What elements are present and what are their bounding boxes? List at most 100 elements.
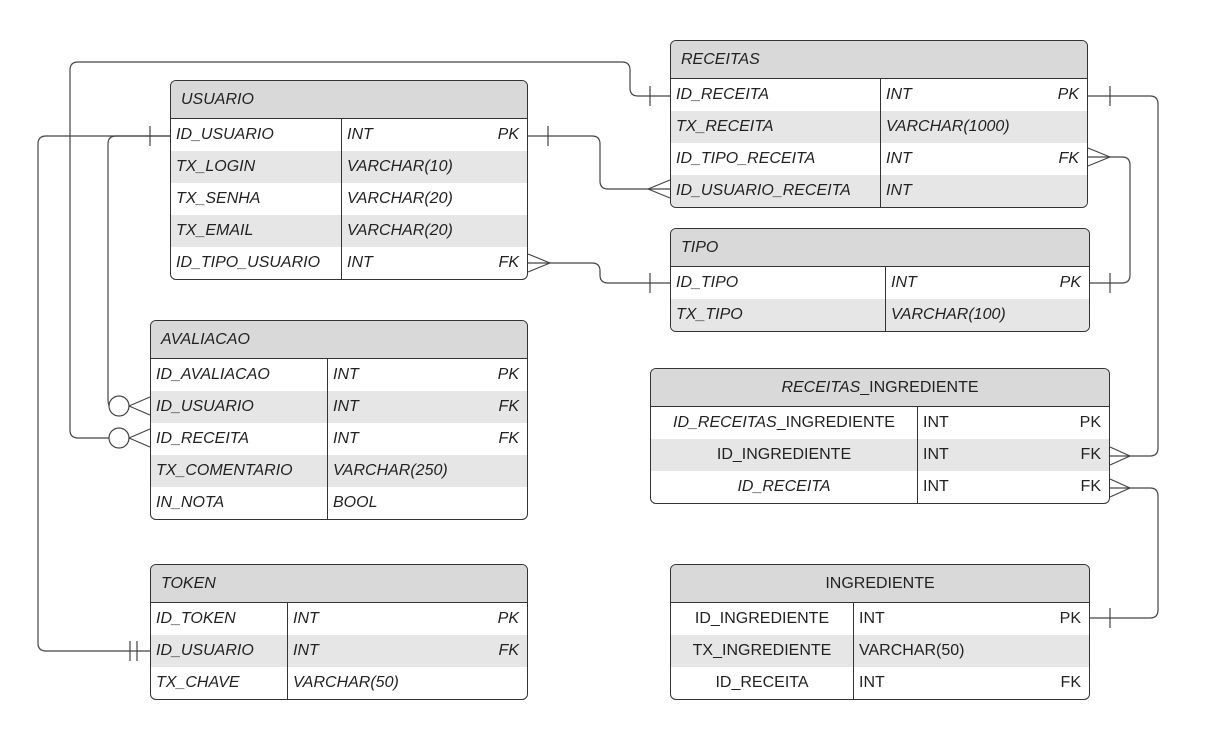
- column-key: [487, 215, 527, 247]
- table-row: ID_RECEITA INT FK: [651, 471, 1109, 503]
- table-row: ID_TIPO INT PK: [671, 267, 1089, 299]
- column-name-part: ID_RECEITAS: [673, 414, 777, 431]
- table-row: ID_INGREDIENTE INT FK: [651, 439, 1109, 471]
- mark-many: [128, 396, 151, 416]
- column-type: INT: [347, 126, 373, 143]
- column-key: [487, 487, 527, 519]
- column-type: VARCHAR(50): [293, 674, 399, 691]
- column-name: ID_RECEITA: [671, 79, 881, 111]
- rel-receitas-receitasingrediente: [1088, 95, 1159, 457]
- table-row: TX_INGREDIENTE VARCHAR(50): [671, 635, 1089, 667]
- column-type: VARCHAR(1000): [886, 118, 1010, 135]
- column-key: PK: [1079, 414, 1101, 431]
- column-key: FK: [1060, 674, 1081, 691]
- table-title: USUARIO: [171, 81, 527, 119]
- table-row: ID_TIPO_RECEITA INT FK: [671, 143, 1087, 175]
- table-row: ID_RECEITA INT FK: [151, 423, 527, 455]
- column-type: INT: [891, 274, 917, 291]
- mark-many: [1109, 446, 1131, 466]
- column-type: VARCHAR(50): [859, 642, 965, 659]
- table-avaliacao[interactable]: AVALIACAO ID_AVALIACAO INT PK ID_USUARIO…: [150, 320, 528, 520]
- table-row: TX_TIPO VARCHAR(100): [671, 299, 1089, 331]
- column-name: ID_TIPO: [671, 267, 886, 299]
- column-name: ID_TOKEN: [151, 603, 288, 635]
- column-name: TX_CHAVE: [151, 667, 288, 699]
- column-key: [487, 455, 527, 487]
- table-row: TX_RECEITA VARCHAR(1000): [671, 111, 1087, 143]
- column-type: INT: [333, 430, 359, 447]
- column-type: INT: [333, 366, 359, 383]
- column-type: VARCHAR(20): [347, 190, 453, 207]
- column-key: [1049, 299, 1089, 331]
- column-name-part: ID_RECEITA: [737, 478, 831, 495]
- column-name: TX_INGREDIENTE: [671, 635, 854, 667]
- column-name: ID_TIPO_RECEITA: [671, 143, 881, 175]
- column-name: ID_AVALIACAO: [151, 359, 328, 391]
- column-key: FK: [1080, 478, 1101, 495]
- column-type: INT: [886, 86, 912, 103]
- rel-usuario-tipo: [528, 262, 670, 284]
- column-type: VARCHAR(20): [347, 222, 453, 239]
- column-name: TX_COMENTARIO: [151, 455, 328, 487]
- table-row: TX_LOGIN VARCHAR(10): [171, 151, 527, 183]
- table-title: INGREDIENTE: [671, 565, 1089, 603]
- column-key: PK: [1057, 86, 1079, 103]
- table-title: TIPO: [671, 229, 1089, 267]
- column-key: PK: [1059, 610, 1081, 627]
- mark-many: [1109, 478, 1131, 498]
- column-name-part: ID_INGREDIENTE: [716, 446, 852, 463]
- column-type: VARCHAR(250): [333, 462, 448, 479]
- table-tipo[interactable]: TIPO ID_TIPO INT PK TX_TIPO VARCHAR(100): [670, 228, 1090, 332]
- table-row: ID_USUARIO INT FK: [151, 391, 527, 423]
- column-type: INT: [923, 446, 949, 463]
- column-name: TX_TIPO: [671, 299, 886, 331]
- column-key: FK: [498, 642, 519, 659]
- table-row: ID_RECEITA INT FK: [671, 667, 1089, 699]
- column-type: INT: [347, 254, 373, 271]
- table-title: RECEITAS_INGREDIENTE: [651, 369, 1109, 407]
- rel-usuario-token: [37, 135, 170, 652]
- column-type: INT: [859, 610, 885, 627]
- mark-zero: [108, 427, 130, 449]
- rel-ingrediente-receitasingrediente: [1090, 487, 1159, 619]
- column-name: ID_USUARIO_RECEITA: [671, 175, 881, 207]
- column-name: TX_LOGIN: [171, 151, 342, 183]
- column-key: PK: [497, 126, 519, 143]
- table-row: ID_INGREDIENTE INT PK: [671, 603, 1089, 635]
- column-type: INT: [886, 150, 912, 167]
- column-type: INT: [923, 478, 949, 495]
- column-type: BOOL: [333, 494, 378, 511]
- table-receitas[interactable]: RECEITAS ID_RECEITA INT PK TX_RECEITA VA…: [670, 40, 1088, 208]
- table-row: ID_AVALIACAO INT PK: [151, 359, 527, 391]
- rel-receitas-tipo: [1088, 156, 1131, 284]
- rel-usuario-receitas: [528, 135, 670, 190]
- column-name: ID_RECEITA: [651, 471, 918, 503]
- column-key: PK: [1059, 274, 1081, 291]
- table-ingrediente[interactable]: INGREDIENTE ID_INGREDIENTE INT PK TX_ING…: [670, 564, 1090, 700]
- column-name: ID_USUARIO: [171, 119, 342, 151]
- column-type: INT: [293, 642, 319, 659]
- table-row: TX_SENHA VARCHAR(20): [171, 183, 527, 215]
- column-name: IN_NOTA: [151, 487, 328, 519]
- table-row: ID_TOKEN INT PK: [151, 603, 527, 635]
- column-name: TX_EMAIL: [171, 215, 342, 247]
- table-row: IN_NOTA BOOL: [151, 487, 527, 519]
- column-name: ID_USUARIO: [151, 391, 328, 423]
- table-row: ID_USUARIO INT PK: [171, 119, 527, 151]
- mark-many: [128, 428, 151, 448]
- mark-many: [647, 179, 671, 199]
- table-receitas-ingrediente[interactable]: RECEITAS_INGREDIENTE ID_RECEITAS _INGREDI…: [650, 368, 1110, 504]
- table-title-part: _INGREDIENTE: [860, 378, 979, 396]
- column-name: TX_SENHA: [171, 183, 342, 215]
- column-key: [487, 667, 527, 699]
- column-type: INT: [923, 414, 949, 431]
- table-row: ID_TIPO_USUARIO INT FK: [171, 247, 527, 279]
- table-row: TX_CHAVE VARCHAR(50): [151, 667, 527, 699]
- table-usuario[interactable]: USUARIO ID_USUARIO INT PK TX_LOGIN VARCH…: [170, 80, 528, 280]
- mark-zero: [108, 395, 130, 417]
- table-row: TX_COMENTARIO VARCHAR(250): [151, 455, 527, 487]
- table-token[interactable]: TOKEN ID_TOKEN INT PK ID_USUARIO INT FK …: [150, 564, 528, 700]
- column-key: FK: [1058, 150, 1079, 167]
- column-key: FK: [1080, 446, 1101, 463]
